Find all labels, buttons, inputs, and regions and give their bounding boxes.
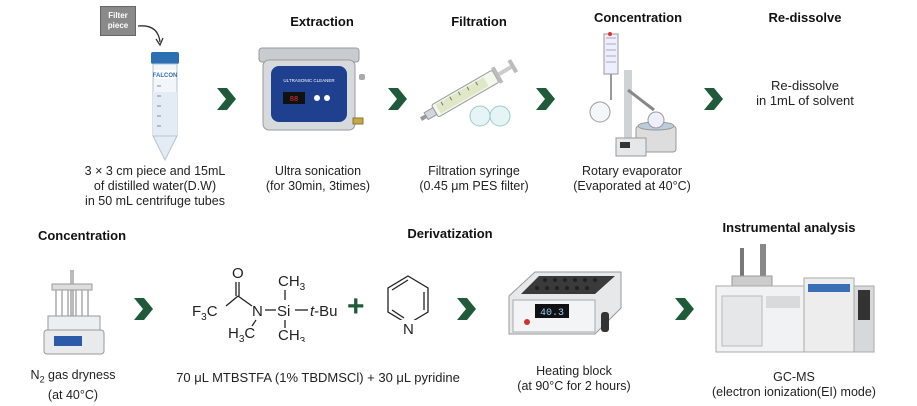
svg-text:CH3: CH3: [278, 327, 306, 342]
n2-sub: 2: [39, 374, 45, 385]
centrifuge-tube-image: FALCON: [151, 52, 179, 162]
gc-ms-image: [715, 244, 875, 353]
filtration-caption: Filtration syringe (0.45 μm PES filter): [419, 164, 529, 193]
svg-text:88: 88: [290, 96, 298, 104]
ultrasonic-device-label: ULTRASONIC CLEANER: [283, 78, 335, 83]
heating-display-text: 40.3: [540, 308, 564, 319]
n2-evaporator-image: [43, 270, 105, 355]
svg-text:CH3: CH3: [278, 273, 306, 293]
derivatization-caption: 70 μL MTBSTFA (1% TBDMSCl) + 30 μL pyrid…: [176, 370, 460, 385]
n2-gas-text: gas dryness: [44, 368, 116, 382]
svg-text:t-Bu: t-Bu: [310, 303, 338, 320]
chevron-right-icon: [673, 296, 695, 322]
chevron-right-icon: [132, 296, 154, 322]
n2-caption: N2 gas dryness (at 40°C): [30, 368, 116, 402]
n2-n: N: [30, 368, 40, 382]
atom-si: Si: [277, 303, 290, 320]
ultrasonic-cleaner-image: ULTRASONIC CLEANER 88: [258, 47, 365, 131]
plus-sign: +: [347, 290, 365, 323]
chevron-right-icon: [455, 296, 477, 322]
instrumental-title: Instrumental analysis: [722, 220, 856, 235]
filter-piece-box: Filter piece: [100, 6, 136, 36]
chevron-right-icon: [702, 86, 724, 112]
extraction-title: Extraction: [290, 14, 354, 29]
svg-text:F3C: F3C: [192, 303, 218, 323]
concentration-title-row1: Concentration: [593, 10, 683, 25]
filter-piece-label-2: piece: [107, 21, 129, 30]
tube-brand-text: FALCON: [153, 73, 178, 79]
concentration-caption-row1: Rotary evaporator (Evaporated at 40°C): [573, 164, 691, 193]
filter-to-tube-arrow: [137, 25, 164, 47]
derivatization-title: Derivatization: [407, 226, 493, 241]
rotary-evaporator-image: [589, 32, 677, 157]
chevron-right-icon: [215, 86, 237, 112]
svg-text:H3C: H3C: [228, 325, 255, 342]
concentration-title-row2: Concentration: [37, 228, 127, 243]
redissolve-caption: Re-dissolve in 1mL of solvent: [756, 78, 854, 108]
filtration-syringe-image: [420, 59, 519, 127]
chevron-right-icon: [534, 86, 556, 112]
instrumental-caption: GC-MS (electron ionization(EI) mode): [712, 370, 876, 399]
chevron-right-icon: [386, 86, 408, 112]
atom-o: O: [232, 265, 244, 282]
heating-block-image: 40.3: [508, 271, 622, 335]
heating-caption: Heating block (at 90°C for 2 hours): [517, 364, 631, 393]
atom-n: N: [252, 303, 263, 320]
filter-piece-label-1: Filter: [108, 11, 128, 20]
filtration-title: Filtration: [451, 14, 507, 29]
redissolve-title: Re-dissolve: [768, 10, 842, 25]
extraction-caption: Ultra sonication (for 30min, 3times): [265, 164, 371, 193]
pyridine-structure: N: [387, 275, 429, 338]
mtbstfa-structure: O F3C N Si H3C CH3 CH3 t-Bu: [192, 265, 338, 342]
centrifuge-caption: 3 × 3 cm piece and 15mL of distilled wat…: [84, 164, 226, 208]
pyridine-n: N: [403, 321, 414, 338]
